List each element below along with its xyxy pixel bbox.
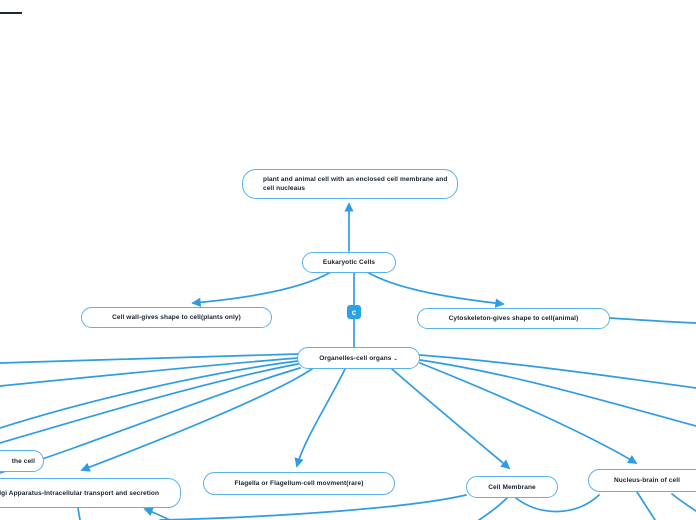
edge-organelles-left-2 (0, 357, 299, 387)
edge-organelles-left-4 (0, 363, 299, 444)
connector-badge[interactable]: c (347, 305, 361, 319)
edge-arrow-into-golgi (143, 507, 171, 520)
edge-eukaryotic-cellwall (191, 271, 332, 307)
node-organelles-label: Organelles-cell organs (319, 354, 392, 362)
edge-organelles-nucleus (419, 362, 638, 464)
edge-membrane-down-left (478, 497, 508, 520)
node-nucleus[interactable]: Nucleus-brain of cell (588, 469, 696, 492)
edge-golgi-down (77, 507, 81, 520)
edge-nucleus-right (671, 493, 696, 512)
node-organelles[interactable]: Organelles-cell organs ⌄ (297, 347, 420, 369)
edge-organelles-membrane (391, 368, 511, 470)
node-the-cell[interactable]: the cell (0, 450, 44, 472)
collapsed-indicator-icon[interactable]: ⌄ (393, 355, 398, 362)
edge-membrane-nucleus-valley (515, 494, 600, 513)
edge-nucleus-down (636, 491, 656, 520)
edge-organelles-flagella (294, 368, 346, 468)
edge-membrane-bottomleft-long (159, 494, 467, 520)
edge-organelles-right-1 (419, 354, 696, 389)
node-cell-membrane[interactable]: Cell Membrane (466, 476, 558, 498)
node-cell-wall[interactable]: Cell wall-gives shape to cell(plants onl… (81, 307, 272, 328)
node-flagella[interactable]: Flagella or Flagellum-cell movment(rare) (203, 472, 395, 495)
edge-organelles-left-1 (0, 353, 299, 364)
edge-eukaryotic-cytoskeleton (366, 271, 505, 308)
edge-organelles-left-5 (0, 367, 301, 474)
edge-cytoskeleton-offscreen (609, 317, 696, 324)
edge-organelles-left-3 (0, 360, 299, 429)
node-cytoskeleton[interactable]: Cytoskeleton-gives shape to cell(animal) (417, 308, 610, 329)
edge-organelles-golgi (80, 368, 313, 472)
node-eukaryotic-cells[interactable]: Eukaryotic Cells (302, 252, 396, 273)
canvas-edge-artifact (0, 12, 22, 14)
node-root[interactable]: plant and animal cell with an enclosed c… (242, 169, 458, 199)
edge-organelles-right-2 (419, 359, 696, 427)
node-golgi-apparatus[interactable]: Golgi Apparatus-Intracellular transport … (0, 478, 181, 508)
